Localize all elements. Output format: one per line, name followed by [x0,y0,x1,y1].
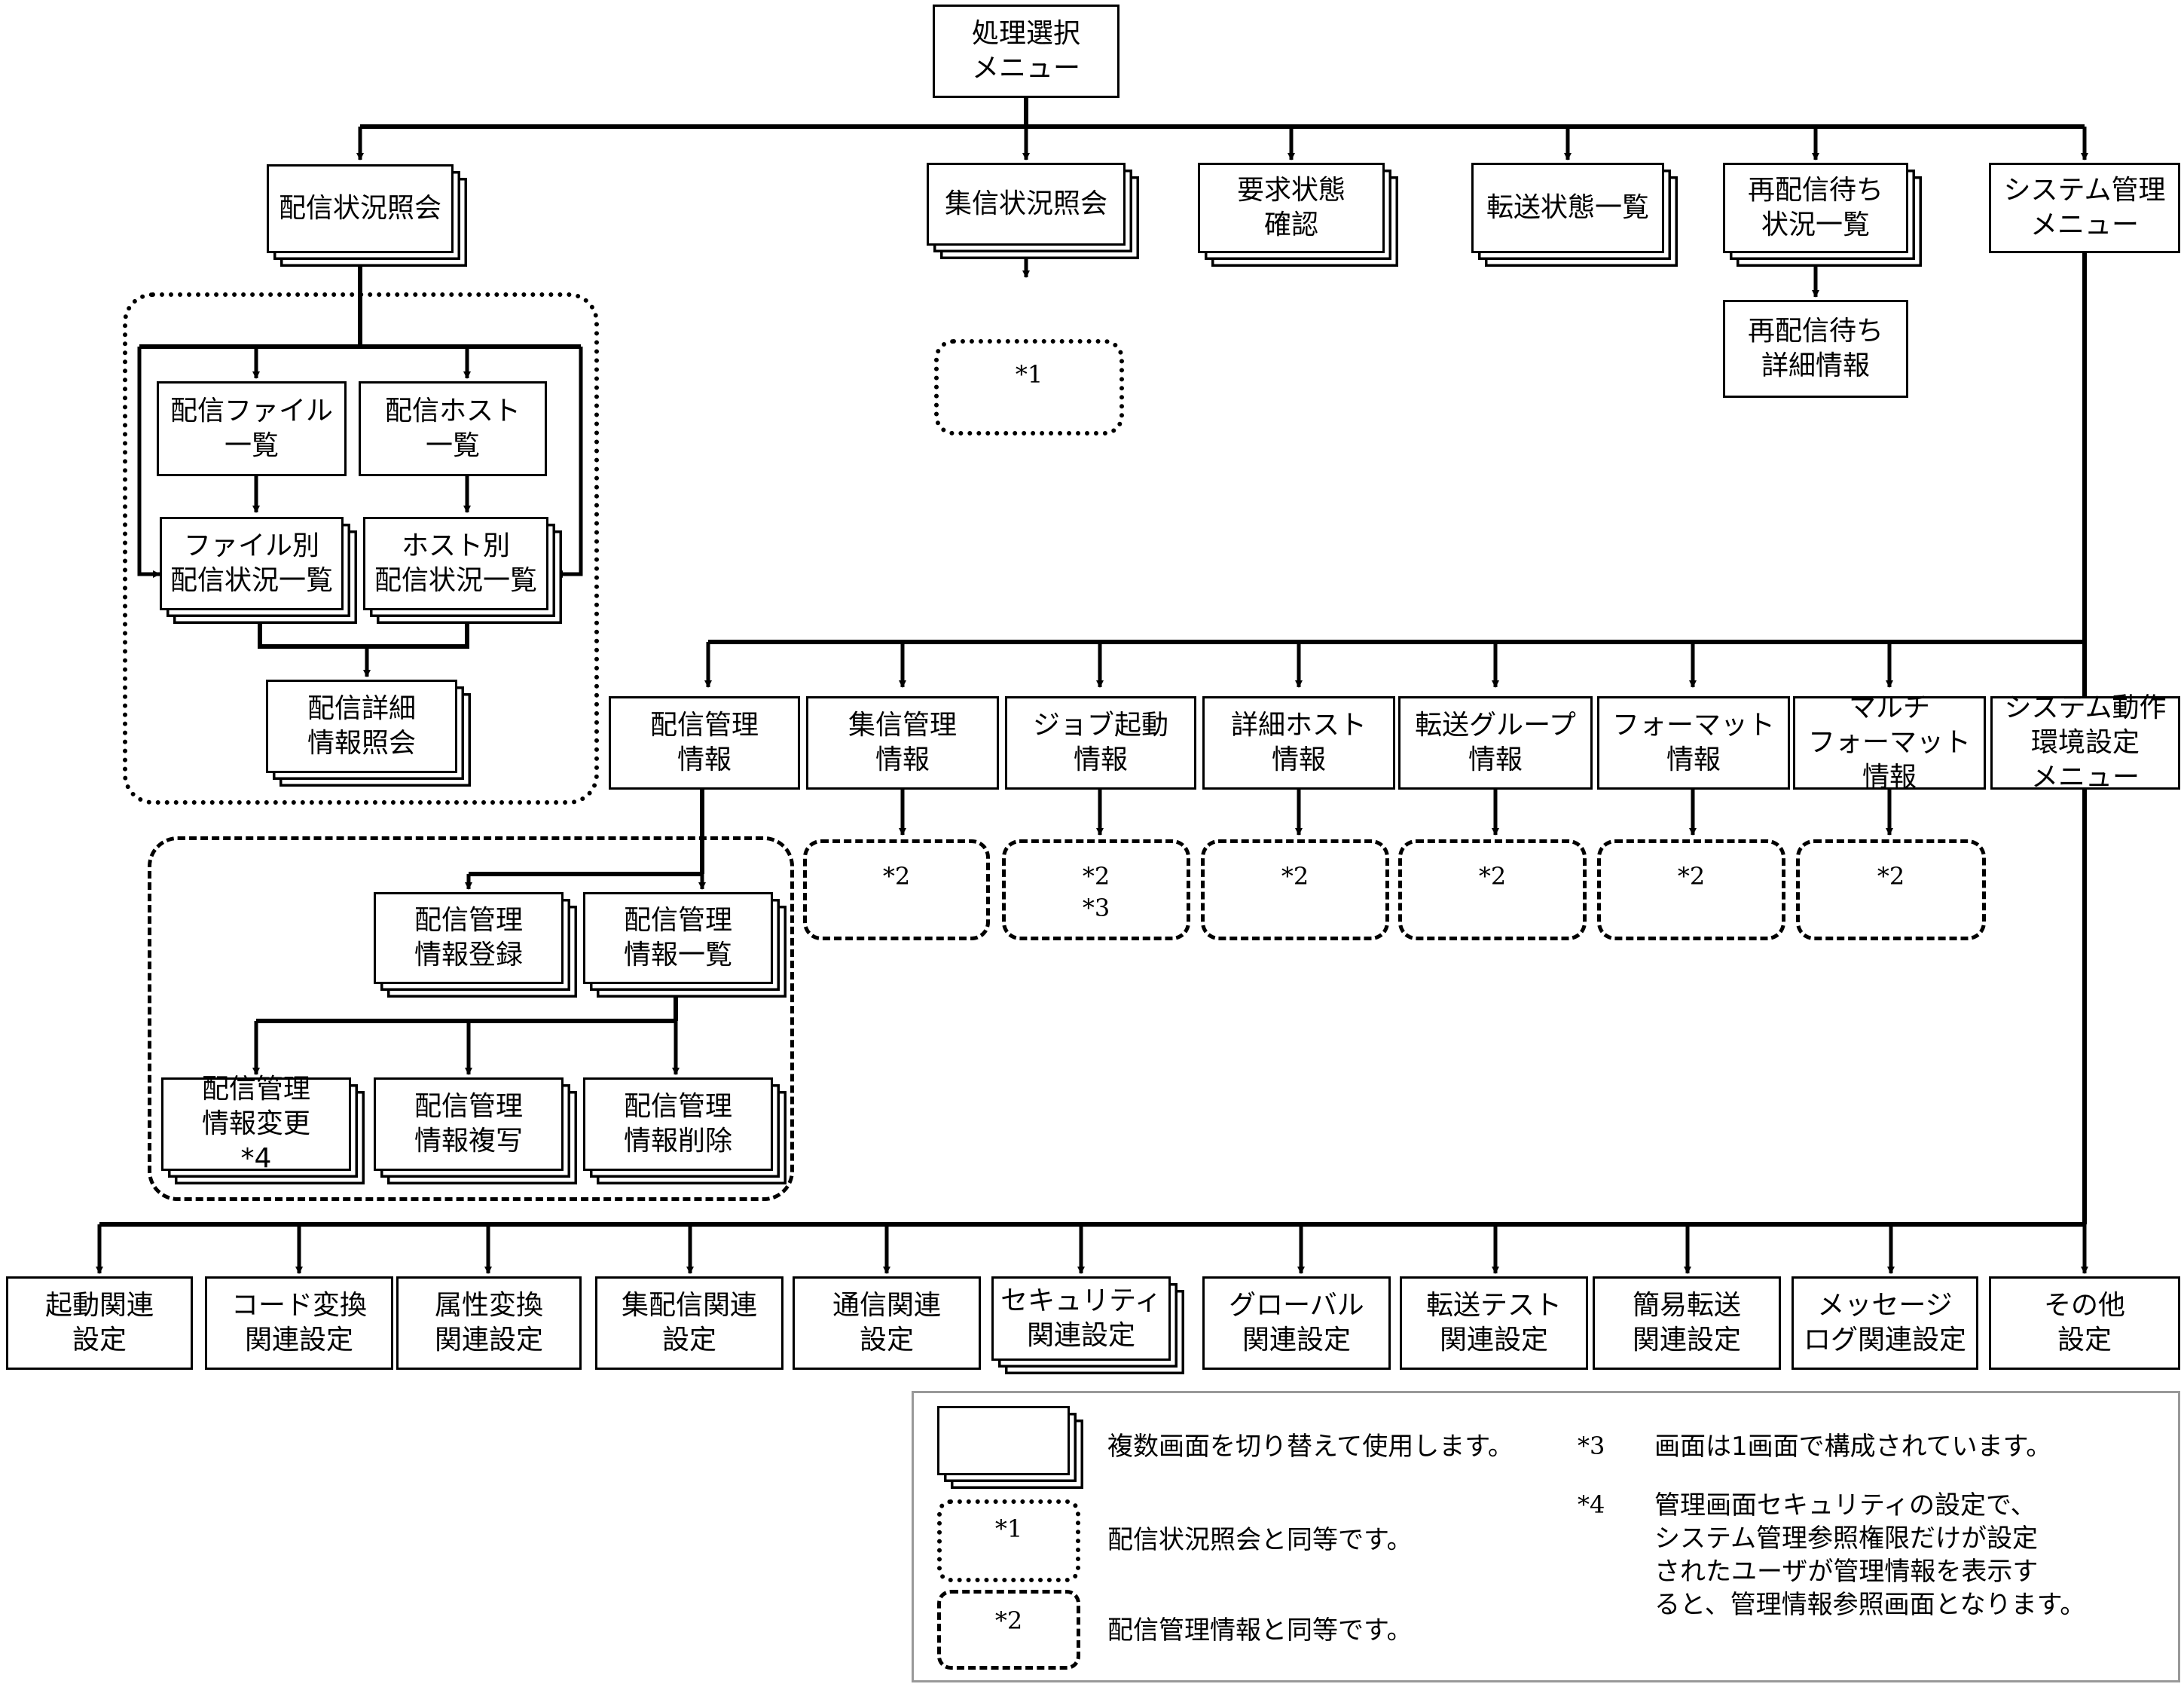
legend-dashed-mark: *2 [994,1606,1023,1635]
node-kanri-jouhou-ichiran[interactable]: 配信管理 情報一覧 [583,892,773,984]
ref-star1: *1 [1015,360,1043,389]
ref-star2-3: *2 [1281,862,1309,891]
ref-star2-box-5 [1597,839,1785,940]
node-kanri-jouhou-touroku[interactable]: 配信管理 情報登録 [374,892,564,984]
node-kanri-jouhou-henkou[interactable]: 配信管理 情報変更 *4 [161,1074,351,1174]
node-haishin-file-ichiran[interactable]: 配信ファイル 一覧 [157,381,347,476]
ref-star2-box-1 [803,839,990,940]
node-multi-format-jouhou[interactable]: マルチ フォーマット 情報 [1793,692,1986,793]
node-haishin-shousai-shoukai[interactable]: 配信詳細 情報照会 [266,680,457,773]
haishin-joukyou-group [123,292,599,805]
node-haishin-joukyou-shoukai[interactable]: 配信状況照会 [267,164,454,253]
node-file-betsu-joukyou[interactable]: ファイル別 配信状況一覧 [160,517,344,610]
ref-star2-box-2 [1002,839,1190,940]
node-shuushin-joukyou-shoukai[interactable]: 集信状況照会 [927,163,1126,246]
ref-star2-6: *2 [1877,862,1905,891]
node-haishin-kanri-jouhou[interactable]: 配信管理 情報 [609,696,800,790]
node-host-betsu-joukyou[interactable]: ホスト別 配信状況一覧 [363,517,548,610]
legend-dotted-desc: 配信状況照会と同等です。 [1107,1525,1413,1555]
legend-dashed-symbol [937,1590,1080,1670]
legend-dashed-desc: 配信管理情報と同等です。 [1107,1615,1413,1646]
node-code-henkan-settei[interactable]: コード変換 関連設定 [205,1276,393,1370]
node-kanri-jouhou-fukusha[interactable]: 配信管理 情報複写 [374,1077,564,1171]
legend-multi-desc: 複数画面を切り替えて使用します。 [1107,1432,1514,1462]
ref-star2-5: *2 [1677,862,1706,891]
node-tensou-group-jouhou[interactable]: 転送グループ 情報 [1398,696,1593,790]
legend-note4-text: 管理画面セキュリティの設定で、 システム管理参照権限だけが設定 されたユーザが管… [1654,1490,2086,1620]
ref-star1-box [934,339,1124,436]
node-shori-sentaku-menu[interactable]: 処理選択 メニュー [933,5,1119,98]
ref-star2-box-4 [1398,839,1587,940]
node-tsuushin-kanren-settei[interactable]: 通信関連 設定 [793,1276,981,1370]
node-job-kidou-jouhou[interactable]: ジョブ起動 情報 [1005,696,1196,790]
node-system-dousa-kankyou-menu[interactable]: システム動作 環境設定 メニュー [1990,692,2180,793]
legend-dotted-symbol [937,1499,1080,1582]
node-shuushin-kanri-jouhou[interactable]: 集信管理 情報 [806,696,999,790]
ref-star2-box-6 [1796,839,1986,940]
haishin-kanri-group [148,836,794,1201]
node-format-jouhou[interactable]: フォーマット 情報 [1597,696,1790,790]
node-system-kanri-menu[interactable]: システム管理 メニュー [1989,163,2180,253]
legend-multi-screen-symbol [937,1406,1070,1475]
node-kanri-jouhou-sakujo[interactable]: 配信管理 情報削除 [583,1077,773,1171]
node-shousai-host-jouhou[interactable]: 詳細ホスト 情報 [1202,696,1395,790]
legend-note4-mark: *4 [1578,1490,1605,1519]
legend [912,1391,2180,1682]
node-tensou-test-settei[interactable]: 転送テスト 関連設定 [1400,1276,1588,1370]
legend-dotted-mark: *1 [994,1514,1023,1543]
node-saihaishin-machi-shousai[interactable]: 再配信待ち 詳細情報 [1723,300,1908,398]
node-kidou-kanren-settei[interactable]: 起動関連 設定 [6,1276,193,1370]
ref-star2-1: *2 [882,862,911,891]
node-shuuhaishin-kanren-settei[interactable]: 集配信関連 設定 [595,1276,783,1370]
node-saihaishin-machi-joukyou[interactable]: 再配信待ち 状況一覧 [1723,163,1908,253]
node-tensou-joutai-ichiran[interactable]: 転送状態一覧 [1471,163,1664,253]
node-haishin-host-ichiran[interactable]: 配信ホスト 一覧 [359,381,547,476]
node-message-log-settei[interactable]: メッセージ ログ関連設定 [1791,1276,1978,1370]
node-security-kanren-settei[interactable]: セキュリティ 関連設定 [991,1276,1171,1361]
node-youkyuu-joutai-kakunin[interactable]: 要求状態 確認 [1198,163,1385,253]
node-sonota-settei[interactable]: その他 設定 [1989,1276,2180,1370]
node-kan-i-tensou-settei[interactable]: 簡易転送 関連設定 [1593,1276,1781,1370]
ref-star2-star3: *2 *3 [1082,862,1110,922]
node-global-kanren-settei[interactable]: グローバル 関連設定 [1202,1276,1391,1370]
ref-star2-4: *2 [1478,862,1507,891]
legend-note3-mark: *3 [1578,1432,1605,1460]
legend-note3-text: 画面は1画面で構成されています。 [1654,1432,2052,1462]
ref-star2-box-3 [1201,839,1389,940]
node-zokusei-henkan-settei[interactable]: 属性変換 関連設定 [396,1276,582,1370]
